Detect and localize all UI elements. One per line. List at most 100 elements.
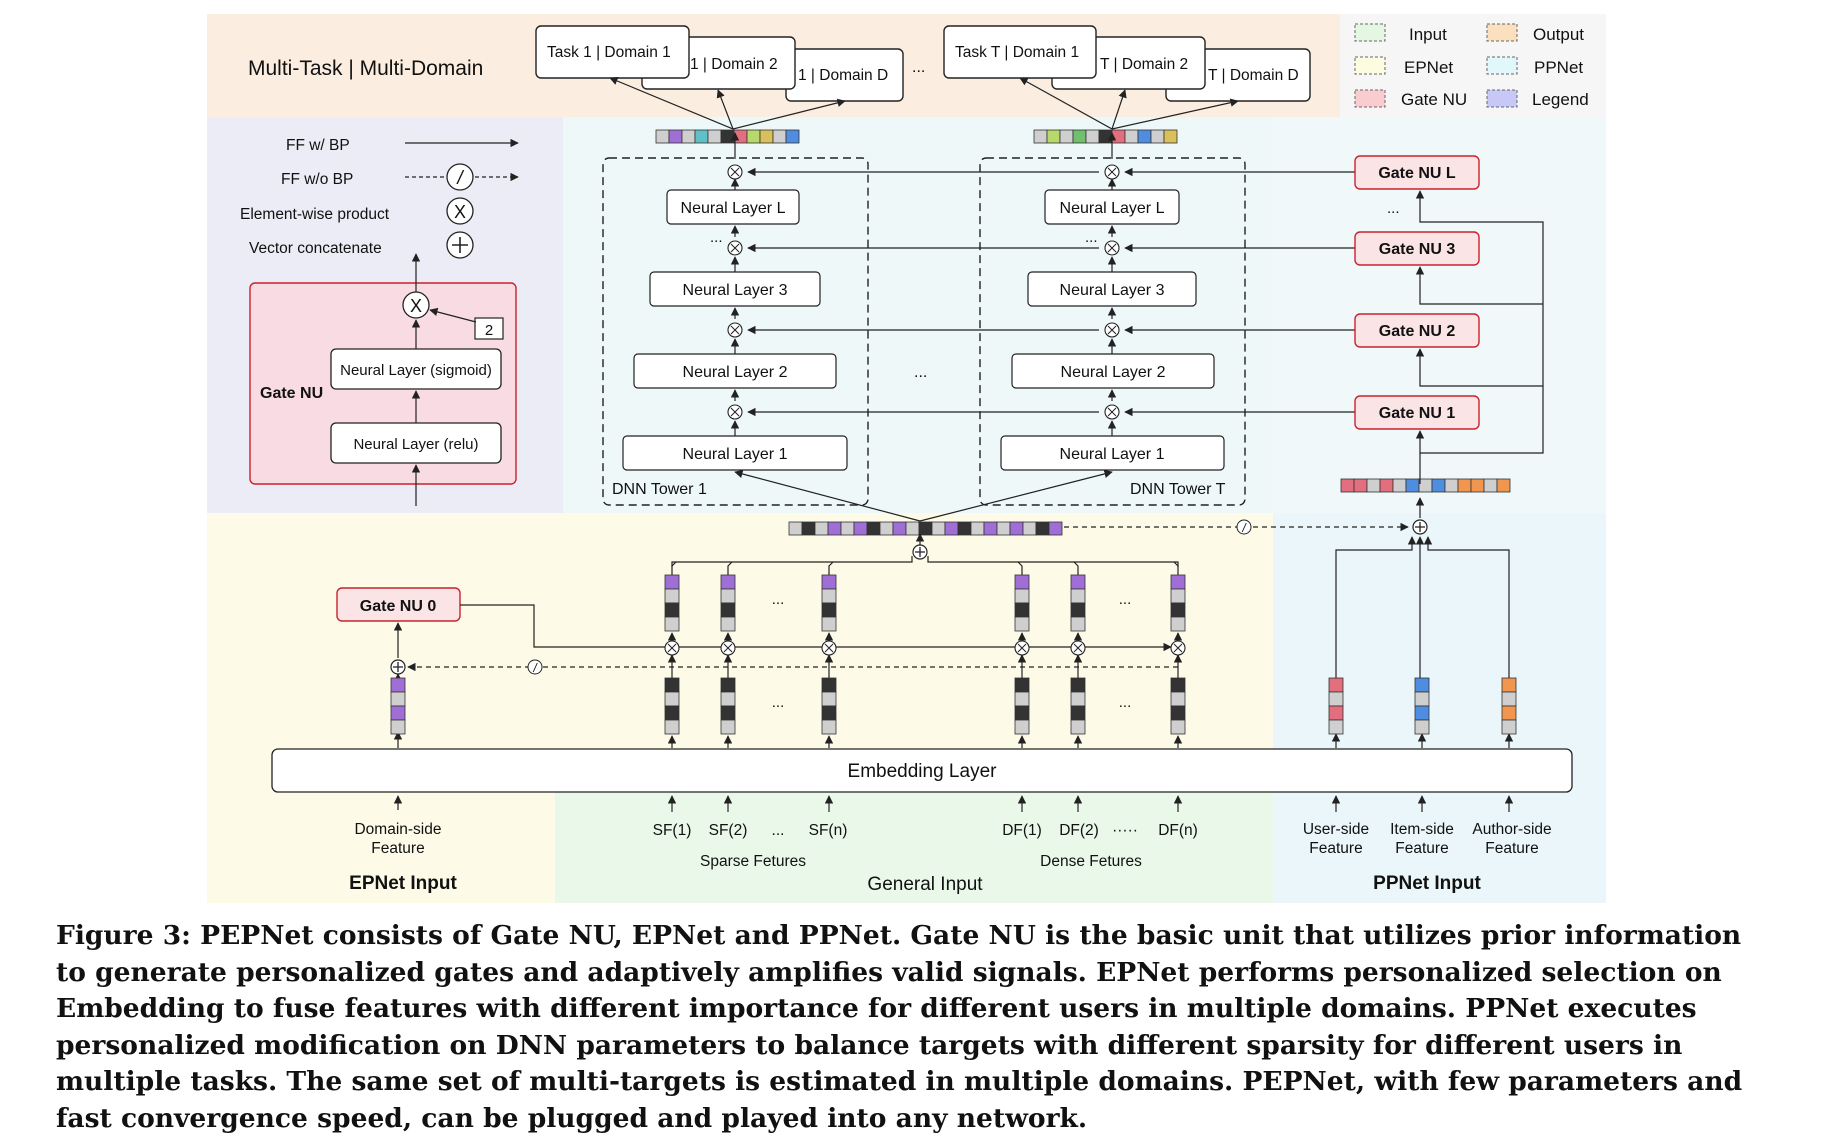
stop-gradient-icon [446, 163, 474, 191]
ppnet-concat-cell [1496, 478, 1511, 493]
general-feature-wires [664, 556, 1183, 748]
tower-product-nodes [727, 164, 1120, 420]
item-embedding-cell [1414, 705, 1430, 721]
dense-feature-2: DF(2) [1059, 822, 1099, 839]
ppnet-gate-2-box [1354, 313, 1480, 348]
gate-product-mark [824, 643, 834, 653]
tower1-output-cell [681, 129, 696, 144]
gate-scale-box [474, 317, 504, 340]
tower-product-mark [730, 407, 740, 417]
tower-product-mark [730, 167, 740, 177]
legend-swatch-output [1486, 23, 1518, 42]
ppnet-concat-cell [1444, 478, 1459, 493]
output-arrows [609, 77, 1239, 130]
main-concat-cell [983, 521, 998, 536]
towerT-output-cell [1137, 129, 1152, 144]
main-concat-cell [788, 521, 803, 536]
gated-embedding-cell [821, 602, 837, 618]
gate-product-mark [1173, 643, 1183, 653]
task-a1-label: Task 1 | Domain 1 [547, 44, 671, 61]
gated-embedding-cell [1170, 602, 1186, 618]
cell-ellipsis: ... [772, 591, 785, 608]
pepnet-diagram: Multi-Task | Multi-Domain 1 | Domain D 1… [207, 14, 1606, 903]
header-title: Multi-Task | Multi-Domain [248, 57, 483, 80]
ppnet-input-1-line2: Feature [1309, 840, 1362, 857]
gated-embedding-cell [1170, 616, 1186, 632]
bottom-input-arrows [667, 733, 1514, 812]
ppnet-gate-3-box [1354, 231, 1480, 266]
ppnet-section-title: PPNet Input [1373, 873, 1481, 894]
cell-dots: ............ [772, 591, 1132, 711]
item-embedding-cell [1414, 677, 1430, 693]
elementwise-icon [446, 197, 474, 225]
sparse-feature-2: SF(2) [709, 822, 748, 839]
main-concat-cell [866, 521, 881, 536]
raw-embedding-cell [1014, 677, 1030, 693]
ppnet-concat-cell [1470, 478, 1485, 493]
author-embedding-cell [1501, 691, 1517, 707]
ppnet-concat-cell [1353, 478, 1368, 493]
embedding-layer-label: Embedding Layer [848, 761, 998, 782]
gated-embedding-cell [821, 588, 837, 604]
ppnet-concat-cell [1457, 478, 1472, 493]
gated-embedding-cell [1070, 602, 1086, 618]
epnet-concat-plus [393, 662, 403, 672]
main-concat-cell [905, 521, 920, 536]
ppnet-concat-cell [1405, 478, 1420, 493]
main-concat-cell [957, 521, 972, 536]
raw-embedding-cell [1070, 677, 1086, 693]
raw-embedding-cell [720, 719, 736, 735]
gated-embedding-cell [1070, 616, 1086, 632]
towerT-output-cell [1046, 129, 1061, 144]
gate-product-mark [1073, 643, 1083, 653]
ppnet-gate-arrows [747, 167, 1355, 417]
tower-product-mark [730, 325, 740, 335]
epnet-region [207, 513, 555, 903]
towerT-output-cell [1033, 129, 1048, 144]
epnet-stop-gradient-icon [527, 659, 543, 675]
user-embedding-cell [1328, 719, 1344, 735]
raw-embedding-cell [821, 719, 837, 735]
towerT-output-cell [1150, 129, 1165, 144]
raw-embedding-cell [1070, 705, 1086, 721]
ppnet-concat-cell [1340, 478, 1355, 493]
general-section-title: General Input [867, 874, 983, 895]
main-concat-cell [840, 521, 855, 536]
raw-embedding-cell [720, 677, 736, 693]
ppnet-input-cells [1328, 677, 1517, 735]
gate-product-mark [667, 643, 677, 653]
legend-swatch-input [1354, 23, 1386, 42]
raw-embedding-cell [1014, 719, 1030, 735]
main-concat-cell [1009, 521, 1024, 536]
ppnet-concat-plus [1415, 522, 1425, 532]
general-feature-cells [664, 574, 1186, 735]
task-a2-label: 1 | Domain 2 [690, 56, 778, 73]
tower1-output-cell [772, 129, 787, 144]
gate-detail-arrows [411, 253, 477, 506]
tower1-output-cell [785, 129, 800, 144]
tower1-output-vector [655, 129, 800, 144]
dnn-tower-1-label: DNN Tower 1 [612, 481, 707, 498]
notation-concat: Vector concatenate [249, 240, 382, 257]
dense-features-label: Dense Fetures [1040, 853, 1142, 870]
tower-product-mark [1107, 243, 1117, 253]
gate-product-mark [1017, 643, 1027, 653]
ppnet-bus-lines [1055, 190, 1544, 730]
dense-feature-dots: ····· [1112, 822, 1138, 839]
user-embedding-cell [1328, 691, 1344, 707]
gated-embedding-cell [1070, 574, 1086, 590]
main-concat-cell [944, 521, 959, 536]
t1-layer-3-label: Neural Layer 3 [683, 282, 788, 299]
tower-middle-dots: ... [914, 364, 927, 381]
t1-layer-1-label: Neural Layer 1 [683, 446, 788, 463]
legend-label-ppnet: PPNet [1534, 58, 1583, 77]
legend-swatch-ppnet [1486, 56, 1518, 75]
legend-label-legend: Legend [1532, 90, 1589, 109]
ppnet-concat-cell [1379, 478, 1394, 493]
legend-label-epnet: EPNet [1404, 58, 1453, 77]
tower1-output-cell [668, 129, 683, 144]
elementwise-symbol: X [454, 202, 466, 222]
towerT-output-cell [1124, 129, 1139, 144]
ppnet-input-3-line2: Feature [1485, 840, 1538, 857]
tower-vertical-arrows [730, 132, 1117, 522]
